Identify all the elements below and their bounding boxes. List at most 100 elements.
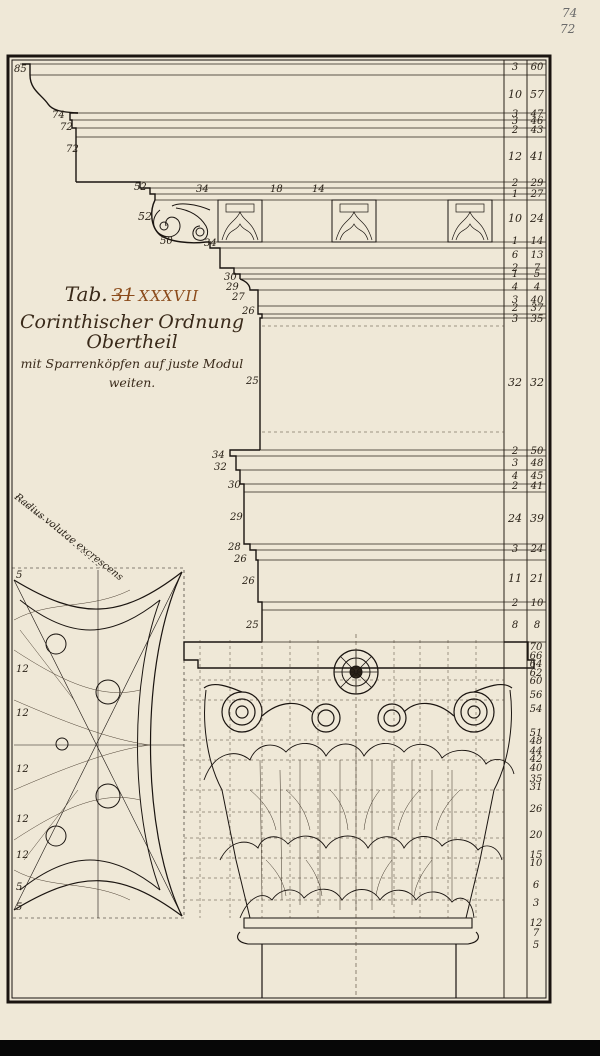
- dim-34b: 34: [212, 450, 225, 461]
- right-scale-b-8: 24: [529, 212, 544, 225]
- abacus-grid-label-7: 5: [16, 902, 22, 913]
- right-scale-b-17: 32: [530, 376, 544, 389]
- dim-52b: 52: [138, 210, 152, 223]
- modillion-consoles: [153, 199, 493, 243]
- abacus-grid-label-4: 12: [16, 814, 29, 825]
- capital-scale-8: 48: [529, 736, 543, 747]
- right-scale-a-26: 8: [512, 620, 518, 631]
- right-scale-b-19: 48: [530, 458, 544, 469]
- abacus-plan: [11, 495, 185, 919]
- right-scale-b-16: 35: [531, 314, 544, 325]
- corner-note-top: 74: [562, 6, 578, 20]
- left-dimension-labels: 85 74 72 72 52 52 50 34 30 29 27 26 25 3…: [14, 64, 259, 631]
- right-scale-b-26: 8: [534, 620, 540, 631]
- right-scale-a-15: 2: [511, 303, 518, 314]
- right-scale-b-24: 21: [529, 572, 544, 585]
- row-label-3: 14: [312, 184, 325, 195]
- right-scale-a-23: 3: [512, 544, 518, 555]
- right-scale-a-17: 32: [508, 376, 522, 389]
- right-scale-a-4: 2: [511, 125, 518, 136]
- right-scale-b-15: 37: [531, 303, 544, 314]
- capital-scale-1: 66: [530, 651, 543, 662]
- dim-30: 30: [224, 272, 237, 283]
- right-scale-b-2: 47: [530, 109, 544, 120]
- abacus-grid-label-5: 12: [16, 850, 29, 861]
- dim-50: 50: [160, 236, 173, 247]
- right-scale-b-1: 57: [530, 88, 544, 101]
- corner-note-bottom: 72: [560, 22, 576, 36]
- right-scale-b-7: 27: [530, 189, 544, 200]
- right-scale-a-5: 12: [508, 150, 522, 163]
- right-scale-a-6: 2: [511, 178, 518, 189]
- dim-25b: 25: [245, 620, 259, 631]
- right-scale-b-12: 5: [534, 269, 540, 280]
- right-scale-a-25: 2: [511, 598, 518, 609]
- capital-scale-10: 42: [529, 754, 543, 765]
- right-scale-b-22: 39: [530, 512, 544, 525]
- right-scale-b-23: 24: [530, 544, 544, 555]
- row-label-1: 34: [196, 184, 209, 195]
- dim-72b: 72: [66, 144, 79, 155]
- capital-scale-2: 64: [530, 659, 543, 670]
- capital-scale-5: 56: [530, 690, 543, 701]
- dim-34: 34: [204, 238, 217, 249]
- right-scale-b-9: 14: [531, 236, 544, 247]
- tab-number-struck: 31: [111, 285, 135, 306]
- right-scale-columns: [503, 60, 528, 998]
- right-scale-b-21: 41: [530, 481, 544, 492]
- right-scale-a-12: 1: [512, 269, 518, 280]
- capital-scale-6: 54: [530, 704, 543, 715]
- right-scale-a-7: 1: [512, 189, 518, 200]
- capital-scale-12: 35: [530, 774, 543, 785]
- right-scale-a-24: 11: [508, 572, 522, 585]
- right-scale-a-9: 1: [512, 236, 518, 247]
- title-main: Corinthischer Ordnung Obertheil: [19, 311, 244, 353]
- title-sub-1: mit Sparrenköpfen auf juste Modul: [20, 356, 244, 371]
- tab-number: XXXVII: [138, 287, 200, 305]
- right-scale-b-14: 40: [530, 295, 544, 306]
- capital-scale-9: 44: [529, 746, 543, 757]
- right-scale-a-11: 2: [511, 263, 518, 274]
- right-scale-b-11: 7: [534, 263, 541, 274]
- right-scale-b-5: 41: [529, 150, 544, 163]
- dim-26: 26: [241, 306, 255, 317]
- right-scale-b-6: 29: [530, 178, 544, 189]
- capital-scale-3: 62: [530, 668, 543, 679]
- plate-frame: [6, 54, 552, 1004]
- capital-measure-grid: [184, 640, 504, 918]
- right-scale-b-0: 60: [531, 62, 544, 73]
- dim-29: 29: [225, 282, 239, 293]
- capital-scale-15: 20: [529, 830, 543, 841]
- dim-32: 32: [214, 462, 227, 473]
- right-scale-a-3: 3: [512, 116, 518, 127]
- right-scale-a-19: 3: [512, 458, 518, 469]
- abacus-grid-label-3: 12: [16, 764, 29, 775]
- capital-scale-22: 5: [533, 940, 539, 951]
- right-scale-a-10: 6: [512, 250, 519, 261]
- plate-inner-frame: [11, 59, 547, 999]
- right-scale-a-16: 3: [512, 314, 518, 325]
- capital-scale-20: 12: [530, 918, 543, 929]
- right-scale-b-25: 10: [531, 598, 544, 609]
- abacus-grid-label-6: 5: [16, 882, 22, 893]
- capital-scale: 7066646260565451484442403531262015106312…: [529, 642, 543, 951]
- capital-scale-0: 70: [530, 642, 543, 653]
- right-scale-a-21: 2: [511, 481, 518, 492]
- right-scale-b-3: 46: [530, 116, 544, 127]
- abacus-grid-label-2: 12: [16, 708, 29, 719]
- dim-72a: 72: [60, 122, 73, 133]
- abacus-grid-label-1: 12: [16, 664, 29, 675]
- capital-scale-14: 26: [529, 804, 543, 815]
- right-scale-b-13: 4: [533, 282, 540, 293]
- capital-scale-7: 51: [530, 728, 543, 739]
- dim-28: 28: [227, 542, 241, 553]
- right-scale-b-10: 13: [531, 250, 544, 261]
- capital-scale-16: 15: [530, 850, 543, 861]
- capital-scale-19: 3: [533, 898, 539, 909]
- right-scale-b-18: 50: [531, 446, 544, 457]
- right-scale-a-14: 3: [512, 295, 518, 306]
- right-scale-a-2: 3: [512, 109, 518, 120]
